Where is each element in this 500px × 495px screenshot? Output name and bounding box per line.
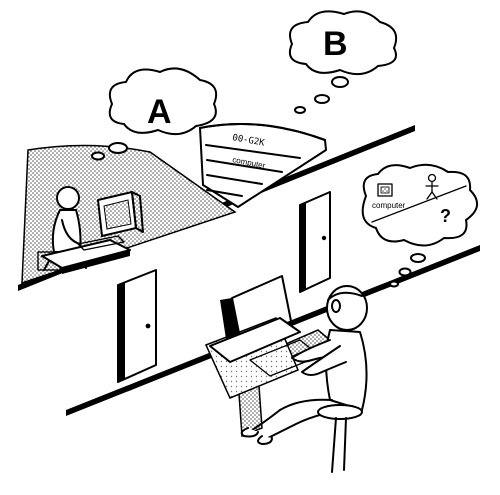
thought-b-label: B [323, 25, 348, 63]
room-a-monitor [77, 191, 144, 251]
interrogator-stool [317, 404, 363, 473]
interrogator-thought-computer-caption: computer [372, 201, 406, 210]
door-middle [299, 191, 331, 293]
person-icon [425, 173, 439, 200]
thought-bubble-a: A [91, 67, 218, 161]
mainframe-computer-b: 00-G2K computer [199, 123, 327, 208]
thought-a-label: A [147, 93, 172, 131]
interrogator-monitor [209, 275, 301, 363]
door-left [117, 269, 157, 383]
thought-bubble-interrogator: computer ? [361, 163, 478, 288]
question-mark: ? [440, 206, 451, 226]
room-a-desk [41, 239, 131, 274]
interrogator-person [240, 285, 368, 445]
thought-bubble-b: B [288, 10, 398, 114]
